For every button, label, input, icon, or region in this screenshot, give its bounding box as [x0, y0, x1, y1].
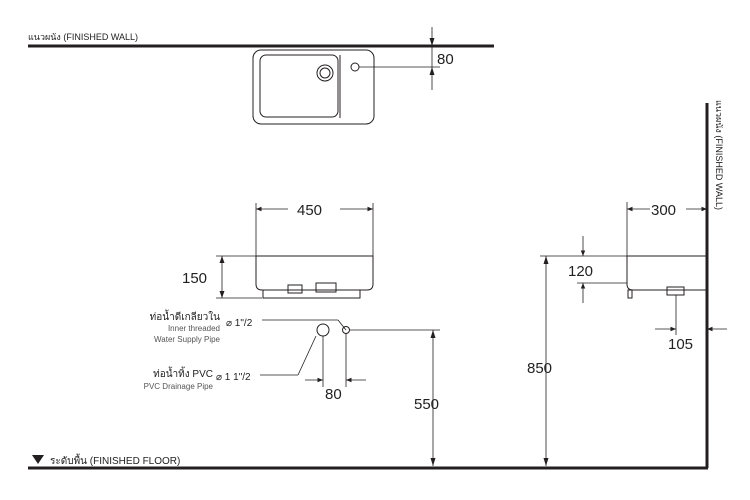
- plan-view: แนวผนัง (FINISHED WALL) 80: [28, 27, 494, 125]
- basin-plan-drain-inner: [319, 67, 331, 79]
- drain-pipe-size: ⌀ 1 1"/2: [216, 372, 251, 383]
- drain-pipe-label-th: ท่อน้ำทิ้ง PVC: [153, 366, 213, 380]
- basin-side-waste: [627, 289, 633, 299]
- basin-plan-inner: [259, 54, 339, 118]
- drain-pipe-circle: [316, 323, 330, 337]
- basin-width-value: 450: [297, 202, 322, 219]
- supply-pipe-label-en-2: Water Supply Pipe: [154, 335, 221, 344]
- wall-offset-value: 80: [437, 51, 454, 68]
- basin-front-waste: [287, 284, 303, 294]
- supply-pipe-size: ⌀ 1"/2: [226, 318, 253, 329]
- pipe-spacing-value: 80: [325, 386, 342, 403]
- drain-pipe-label-en: PVC Drainage Pipe: [144, 382, 214, 391]
- basin-height-value: 150: [182, 270, 207, 287]
- side-pipe-offset-value: 105: [668, 336, 693, 353]
- side-height-top-value: 120: [568, 263, 593, 280]
- side-depth-value: 300: [651, 202, 676, 219]
- side-view: แนวผนัง (FINISHED WALL) 300 120 850 105: [527, 100, 727, 468]
- mount-height-value: 850: [527, 360, 552, 377]
- finished-wall-side-label: แนวผนัง (FINISHED WALL): [714, 100, 724, 210]
- basin-front-trap: [315, 282, 337, 293]
- supply-pipe-label-en-1: Inner threaded: [168, 324, 220, 333]
- floor-marker-icon: [32, 455, 44, 464]
- pipe-height-value: 550: [414, 396, 439, 413]
- basin-side-body: [626, 255, 708, 291]
- basin-plan-tap-hole: [350, 62, 360, 72]
- basin-plan-drain: [316, 64, 334, 82]
- front-view: 450 150 ท่อน้ำดีเกลียวใน Inner threaded …: [144, 202, 440, 466]
- finished-wall-top-label: แนวผนัง (FINISHED WALL): [28, 32, 138, 42]
- basin-plan-outer: [252, 49, 375, 125]
- finished-floor-label: ระดับพื้น (FINISHED FLOOR): [50, 453, 180, 467]
- basin-front-body: [255, 255, 374, 291]
- basin-front-base: [262, 290, 361, 299]
- floor: ระดับพื้น (FINISHED FLOOR): [28, 453, 708, 470]
- basin-side-trap: [666, 286, 685, 296]
- supply-pipe-label-th: ท่อน้ำดีเกลียวใน: [150, 309, 221, 323]
- supply-pipe-circle: [342, 326, 350, 334]
